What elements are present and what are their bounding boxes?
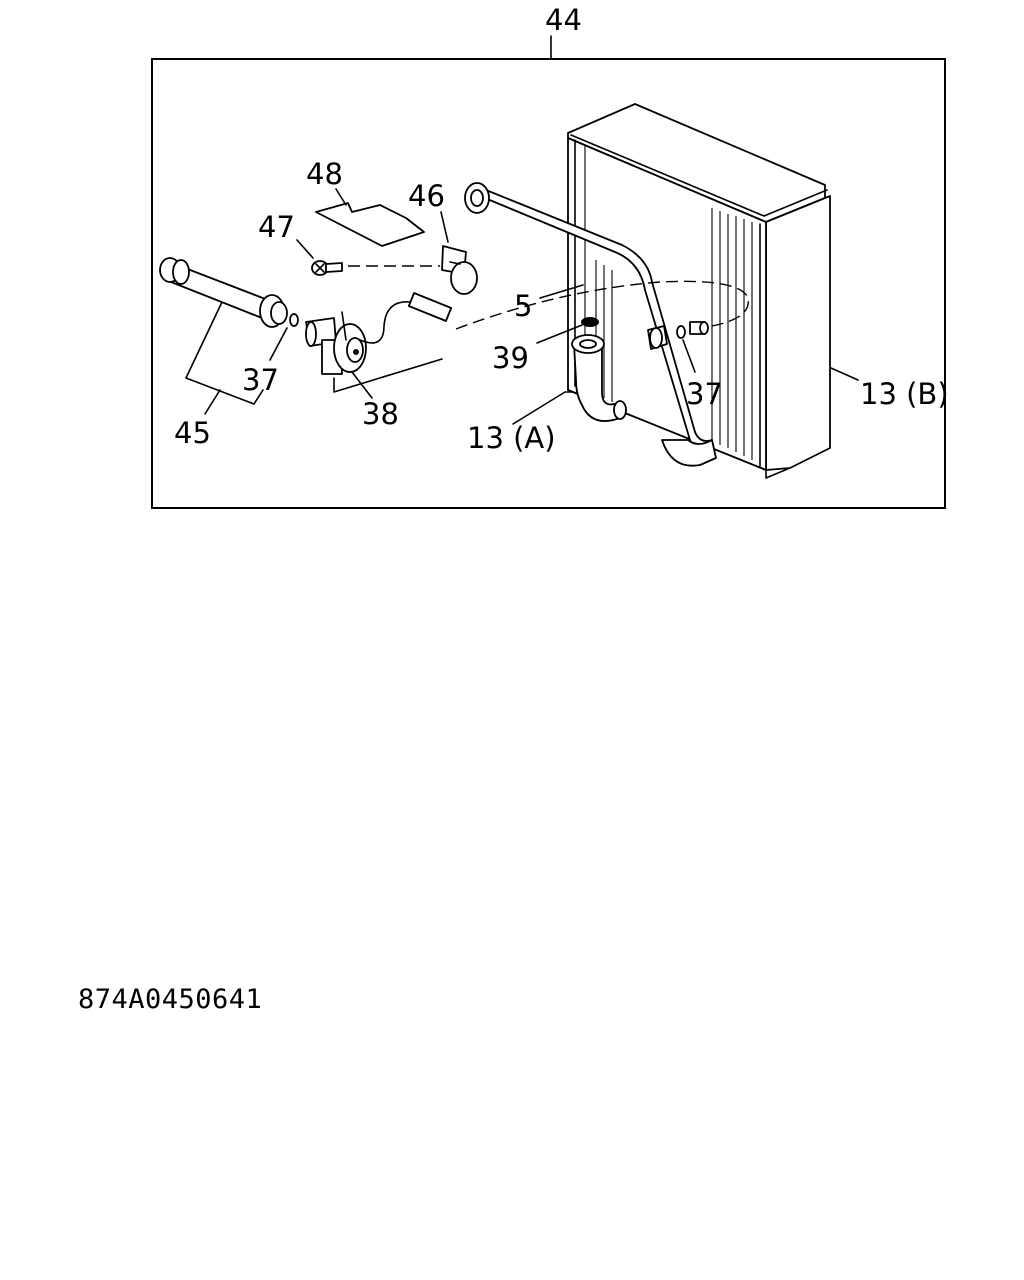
- tape-48: [315, 202, 425, 247]
- leader-37-right: [682, 339, 696, 373]
- evaporator-core: [567, 103, 831, 479]
- bracket-38: [333, 358, 443, 393]
- assembly-frame: [151, 58, 946, 509]
- fitting-right: [647, 321, 709, 350]
- callout-45: 45: [174, 416, 211, 450]
- callout-13a: 13 (A): [467, 421, 556, 455]
- callout-37-right: 37: [686, 377, 723, 411]
- liquid-pipe: [571, 334, 627, 422]
- leader-13b: [830, 367, 859, 381]
- callout-48: 48: [306, 157, 343, 191]
- callout-44: 44: [545, 3, 582, 37]
- callout-37-left: 37: [242, 363, 279, 397]
- callout-47: 47: [258, 210, 295, 244]
- suction-pipe: [464, 182, 717, 467]
- pipe-45: [159, 257, 299, 328]
- leader-5: [539, 284, 584, 299]
- leader-38: [351, 371, 373, 399]
- callout-38: 38: [362, 397, 399, 431]
- callout-5: 5: [514, 289, 532, 323]
- drawing-number: 874A0450641: [78, 984, 263, 1015]
- callout-46: 46: [408, 179, 445, 213]
- clip-46: [441, 245, 478, 295]
- leader-46: [440, 211, 449, 243]
- expansion-valve: [305, 292, 453, 375]
- o-ring-39: [581, 317, 599, 327]
- screw-47: [311, 260, 343, 276]
- leader-47: [296, 239, 314, 259]
- leader-39: [536, 324, 583, 344]
- capillary-path: [455, 280, 750, 330]
- leader-37-left: [269, 327, 288, 361]
- callout-39: 39: [492, 341, 529, 375]
- callout-13b: 13 (B): [860, 377, 949, 411]
- leader-48: [335, 188, 347, 206]
- leader-45: [204, 389, 221, 415]
- leader-13a: [512, 391, 573, 425]
